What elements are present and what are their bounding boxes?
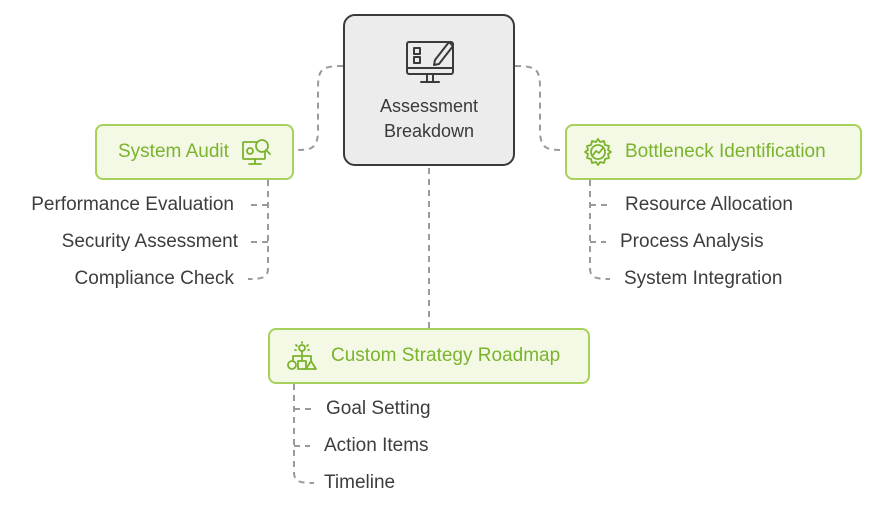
leaf-goal-setting: Goal Setting xyxy=(326,398,431,419)
connector-center-system-audit xyxy=(294,65,344,151)
leaf-compliance-check: Compliance Check xyxy=(74,268,234,289)
audit-magnifier-icon xyxy=(241,139,271,165)
node-bottleneck-label: Bottleneck Identification xyxy=(625,141,826,162)
leaf-timeline: Timeline xyxy=(324,472,396,493)
leaf-process-analysis: Process Analysis xyxy=(620,231,764,252)
center-title-line1: Assessment xyxy=(379,96,479,116)
connector-bottleneck-children xyxy=(589,180,611,280)
connector-system-audit-children xyxy=(247,180,269,280)
gear-chart-icon xyxy=(584,138,612,166)
node-custom-strategy-roadmap[interactable]: Custom Strategy Roadmap xyxy=(268,328,590,384)
connector-roadmap-children xyxy=(293,384,315,484)
connector-center-bottleneck xyxy=(514,65,566,151)
center-title-line2: Breakdown xyxy=(383,121,475,141)
leaf-action-items: Action Items xyxy=(324,435,429,456)
center-node[interactable]: Assessment Breakdown xyxy=(343,14,515,166)
leaf-resource-allocation: Resource Allocation xyxy=(625,194,793,215)
node-bottleneck-identification[interactable]: Bottleneck Identification xyxy=(565,124,862,180)
node-system-audit[interactable]: System Audit xyxy=(95,124,294,180)
node-system-audit-label: System Audit xyxy=(118,141,229,162)
shapes-idea-icon xyxy=(287,341,317,370)
leaf-security-assessment: Security Assessment xyxy=(61,231,238,252)
node-roadmap-label: Custom Strategy Roadmap xyxy=(331,345,561,366)
leaf-system-integration: System Integration xyxy=(624,268,783,289)
leaf-performance-evaluation: Performance Evaluation xyxy=(31,194,234,215)
monitor-checklist-icon xyxy=(406,41,454,83)
